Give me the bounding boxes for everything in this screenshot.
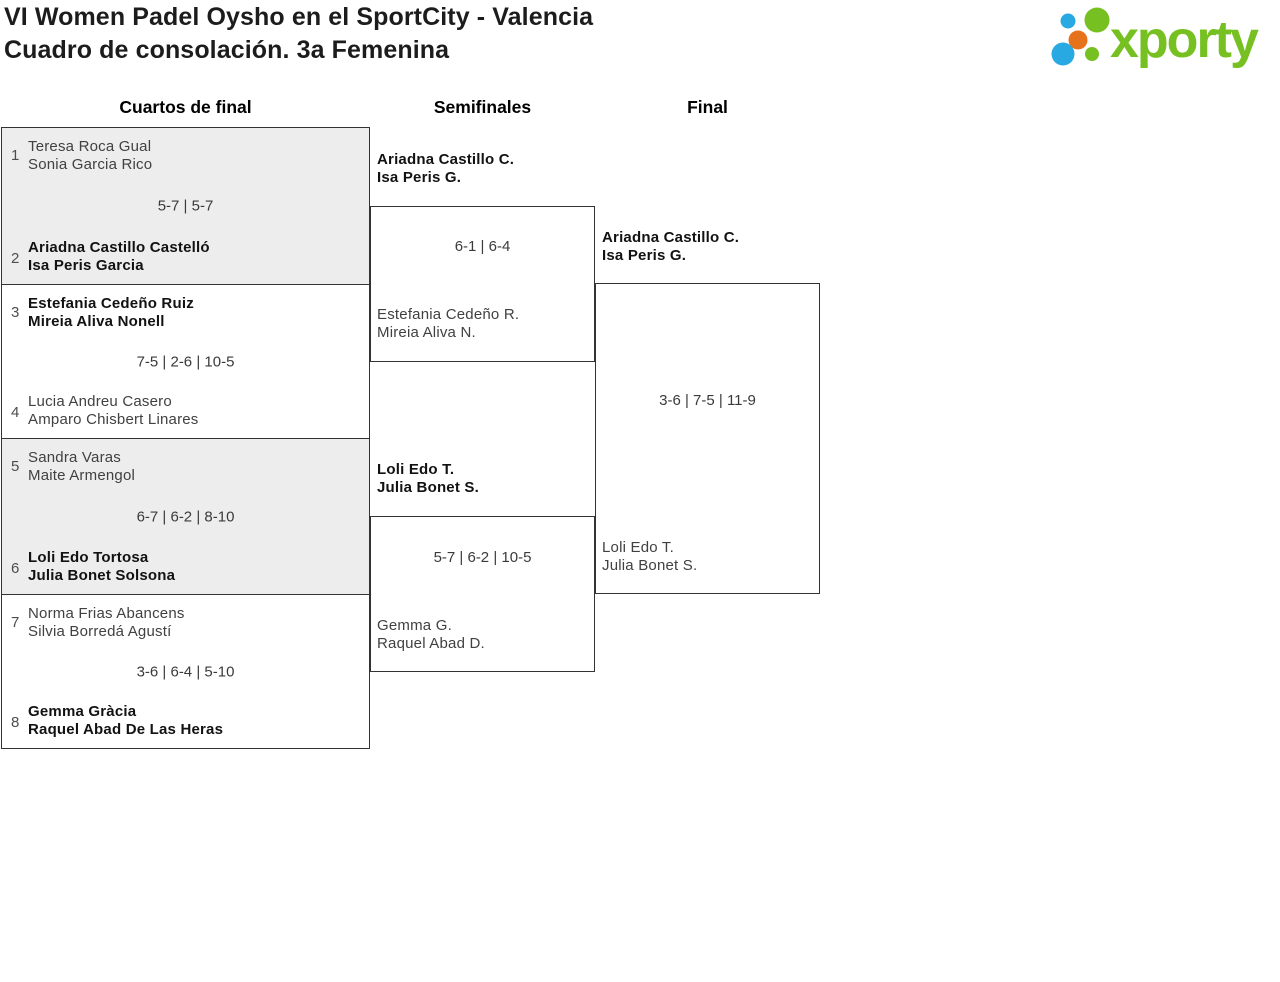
logo-dot-green-large-icon [1084,7,1110,33]
match-score: 7-5 | 2-6 | 10-5 [136,353,235,370]
player-name: Gemma Gràcia [28,703,137,720]
player-name: Teresa Roca Gual [28,138,152,155]
player-name: Mireia Aliva Nonell [28,313,165,330]
player-name: Ariadna Castillo C. [377,151,515,168]
logo-dot-orange-icon [1068,30,1088,50]
player-name: Estefania Cedeño R. [377,306,520,323]
team-pair: Estefania Cedeño Ruiz Mireia Aliva Nonel… [28,295,194,331]
player-name: Raquel Abad D. [377,635,485,652]
draw-name: Cuadro de consolación. 3a Femenina [4,36,450,64]
team-pair: Gemma Gràcia Raquel Abad De Las Heras [28,703,223,739]
team-pair: Teresa Roca Gual Sonia Garcia Rico [28,138,152,174]
player-name: Isa Peris G. [602,247,687,264]
round-header-cuartos: Cuartos de final [119,97,252,117]
player-name: Isa Peris G. [377,169,462,186]
player-name: Amparo Chisbert Linares [28,411,199,428]
match-quarterfinal-4[interactable]: 7 Norma Frias Abancens Silvia Borredá Ag… [1,594,370,749]
seed-number: 2 [11,250,20,267]
match-score: 3-6 | 7-5 | 11-9 [659,392,756,409]
player-name: Julia Bonet S. [377,479,479,496]
player-name: Julia Bonet S. [602,557,698,574]
logo-dot-blue-small-icon [1060,13,1076,29]
player-name: Lucia Andreu Casero [28,393,172,410]
match-score: 5-7 | 5-7 [157,197,214,215]
player-name: Gemma G. [377,617,452,634]
page-title: VI Women Padel Oysho en el SportCity - V… [4,1,593,67]
player-name: Norma Frias Abancens [28,605,185,622]
player-name: Isa Peris Garcia [28,257,144,274]
team-pair: Ariadna Castillo C. Isa Peris G. [377,151,514,187]
seed-number: 4 [11,404,20,421]
team-pair: Lucia Andreu Casero Amparo Chisbert Lina… [28,393,199,429]
player-name: Ariadna Castillo Castelló [28,239,210,256]
logo-wordmark: xporty [1110,11,1259,69]
team-pair: Loli Edo T. Julia Bonet S. [602,539,697,575]
match-semifinal-2[interactable] [370,516,595,672]
player-name: Ariadna Castillo C. [602,229,740,246]
player-name: Mireia Aliva N. [377,324,476,341]
match-score: 5-7 | 6-2 | 10-5 [433,549,532,566]
team-pair: Loli Edo Tortosa Julia Bonet Solsona [28,549,175,585]
team-pair: Estefania Cedeño R. Mireia Aliva N. [377,306,519,342]
player-name: Silvia Borredá Agustí [28,623,172,640]
player-name: Julia Bonet Solsona [28,567,176,584]
player-name: Loli Edo T. [377,461,455,478]
player-name: Loli Edo T. [602,539,674,556]
seed-number: 7 [11,614,20,631]
seed-number: 8 [11,714,20,731]
match-score: 6-1 | 6-4 [454,238,511,255]
tournament-name: VI Women Padel Oysho en el SportCity - V… [4,3,594,31]
team-pair: Sandra Varas Maite Armengol [28,449,135,485]
match-score: 3-6 | 6-4 | 5-10 [136,663,235,680]
match-quarterfinal-3[interactable]: 5 Sandra Varas Maite Armengol 6-7 | 6-2 … [1,438,370,595]
match-semifinal-1[interactable] [370,206,595,362]
player-name: Sonia Garcia Rico [28,156,153,173]
xporty-logo[interactable]: xporty [1050,0,1280,80]
team-pair: Gemma G. Raquel Abad D. [377,617,485,653]
match-final[interactable] [595,283,820,594]
player-name: Estefania Cedeño Ruiz [28,295,194,312]
logo-dot-blue-large-icon [1051,42,1075,66]
round-header-final: Final [687,97,728,117]
team-pair: Ariadna Castillo C. Isa Peris G. [602,229,739,265]
round-header-semifinales: Semifinales [433,97,532,117]
player-name: Loli Edo Tortosa [28,549,149,566]
seed-number: 1 [11,147,20,164]
match-score: 6-7 | 6-2 | 8-10 [136,508,235,525]
player-name: Maite Armengol [28,467,136,484]
team-pair: Norma Frias Abancens Silvia Borredá Agus… [28,605,185,641]
player-name: Raquel Abad De Las Heras [28,721,224,738]
player-name: Sandra Varas [28,449,122,466]
team-pair: Loli Edo T. Julia Bonet S. [377,461,479,497]
seed-number: 5 [11,458,20,475]
team-pair: Ariadna Castillo Castelló Isa Peris Garc… [28,239,210,275]
seed-number: 6 [11,560,20,577]
match-quarterfinal-1[interactable]: 1 Teresa Roca Gual Sonia Garcia Rico 5-7… [1,127,370,285]
logo-dot-green-small-icon [1085,47,1099,61]
match-quarterfinal-2[interactable]: 3 Estefania Cedeño Ruiz Mireia Aliva Non… [1,284,370,439]
seed-number: 3 [11,304,20,321]
